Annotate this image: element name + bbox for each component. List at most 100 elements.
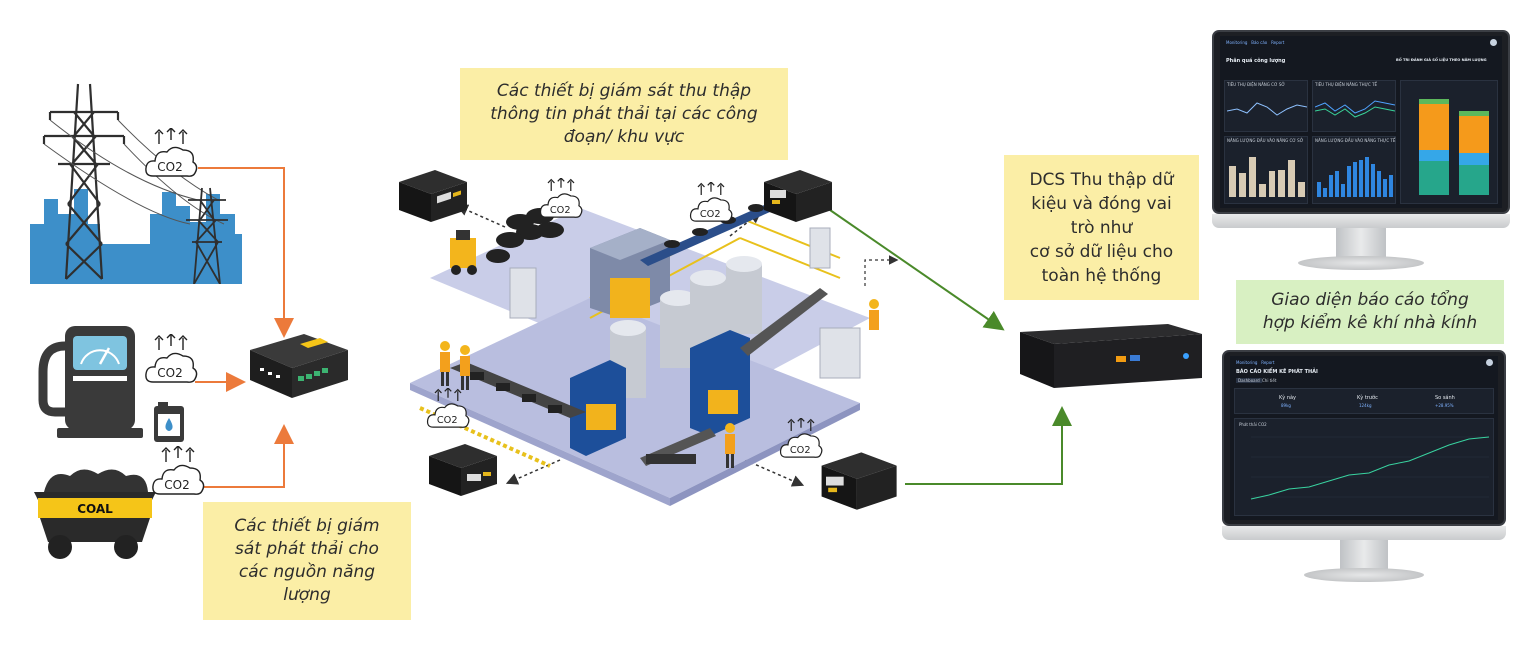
note-report-interface: Giao diện báo cáo tổng hợp kiểm kê khí n… (1236, 280, 1504, 344)
summary-panel: Kỳ này 89kg Kỳ trước 124kg So sánh +28.9… (1234, 388, 1494, 414)
mini-bar (1341, 183, 1345, 197)
co2-cloud-fuel: CO2 (143, 333, 199, 392)
report-title: BÁO CÁO KIỂM KÊ PHÁT THẢI (1236, 369, 1318, 375)
energy-monitoring-device (250, 334, 348, 398)
co2-cloud-factory-1: CO2 (538, 177, 584, 226)
mini-bar (1238, 172, 1246, 197)
mini-bar (1323, 188, 1327, 197)
note-line: lượng (283, 585, 331, 605)
fuel-pump-icon (38, 326, 143, 438)
note-line: sát phát thải cho (235, 539, 379, 559)
co2-cloud-factory-3: CO2 (425, 387, 471, 436)
dashboard-nav: Monitoring Báo cáo Report (1226, 40, 1284, 45)
nav-item: Monitoring (1226, 40, 1248, 45)
monitor-report-bottom: Monitoring Report BÁO CÁO KIỂM KÊ PHÁT T… (1222, 350, 1506, 586)
panel-baseline-power: TIÊU THỤ ĐIỆN NĂNG CƠ SỞ (1224, 80, 1308, 132)
nav-item: Báo cáo (1251, 40, 1268, 45)
sensor-device-top-right (764, 170, 832, 222)
nav-item: Monitoring (1236, 360, 1258, 365)
mini-bar (1359, 159, 1363, 197)
mini-bar (1365, 157, 1369, 197)
note-line: DCS Thu thập dữ (1029, 169, 1174, 190)
summary-label: Kỳ trước (1357, 395, 1378, 401)
tab-detail[interactable]: Chi tiết (1262, 378, 1277, 383)
mini-bar (1347, 166, 1351, 197)
note-line: Các thiết bị giám sát thu thập (496, 80, 752, 101)
arrow-coal-to-device (202, 424, 294, 488)
nav-item: Report (1261, 360, 1275, 365)
note-line: thông tin phát thải tại các công (490, 103, 758, 124)
summary-value: 124kg (1359, 403, 1372, 408)
summary-label: So sánh (1435, 395, 1455, 401)
section-title-left: Phân quá công lượng (1226, 58, 1286, 64)
co2-cloud-coal: CO2 (150, 445, 206, 504)
nav-item: Report (1271, 40, 1285, 45)
svg-text:CO2: CO2 (164, 478, 189, 492)
note-line: cơ sở dữ liệu cho (1029, 241, 1174, 262)
svg-text:CO2: CO2 (437, 415, 458, 426)
tab-dashboard[interactable]: Dashboard (1236, 378, 1262, 383)
dashboard-screen: Monitoring Báo cáo Report Phân quá công … (1220, 36, 1502, 208)
note-line: Các thiết bị giám (234, 516, 380, 536)
factory-illustration (410, 198, 879, 506)
avatar (1486, 359, 1493, 366)
mini-bar (1288, 159, 1296, 197)
dcs-mini-pc (1018, 322, 1204, 392)
svg-text:CO2: CO2 (157, 160, 182, 174)
svg-text:CO2: CO2 (157, 366, 182, 380)
stacked-bar-1 (1419, 99, 1449, 195)
note-energy-source-devices: Các thiết bị giám sát phát thải cho các … (203, 502, 411, 620)
co2-cloud-factory-4: CO2 (778, 417, 824, 466)
sensor-device-bottom-right (821, 452, 897, 510)
note-dcs: DCS Thu thập dữ kiệu và đóng vai trò như… (1004, 155, 1199, 300)
note-line: đoạn/ khu vực (563, 126, 685, 147)
coal-cart-icon: COAL (34, 469, 156, 559)
mini-bar (1329, 175, 1333, 197)
panel-title: TIÊU THỤ ĐIỆN NĂNG THỰC TẾ (1315, 82, 1378, 87)
stacked-bar-2 (1459, 111, 1489, 195)
note-line: toàn hệ thống (1041, 265, 1162, 286)
mini-bar (1229, 166, 1236, 197)
mini-bar (1335, 170, 1339, 197)
mini-bar (1353, 161, 1357, 197)
note-stage-monitoring-devices: Các thiết bị giám sát thu thập thông tin… (460, 68, 788, 160)
report-screen: Monitoring Report BÁO CÁO KIỂM KÊ PHÁT T… (1230, 356, 1498, 520)
mini-bar (1389, 175, 1393, 197)
sensor-device-bottom-left (429, 444, 497, 496)
panel-title: NĂNG LƯỢNG ĐẦU VÀO NĂNG CƠ SỞ (1227, 138, 1304, 143)
note-line: hợp kiểm kê khí nhà kính (1262, 313, 1478, 333)
mini-bar (1317, 181, 1321, 197)
mini-bar (1248, 157, 1256, 197)
panel-title: NĂNG LƯỢNG ĐẦU VÀO NĂNG THỰC TẾ (1315, 138, 1396, 143)
sensor-device-top-left (399, 170, 467, 222)
svg-text:CO2: CO2 (700, 209, 721, 220)
mini-bar (1298, 181, 1305, 197)
power-grid-illustration (30, 83, 242, 284)
note-line: Giao diện báo cáo tổng (1271, 290, 1469, 310)
summary-value: +28.95% (1435, 403, 1454, 408)
panel-stacked-comparison (1400, 80, 1498, 204)
chart-caption: Phát thải CO2 (1239, 422, 1267, 427)
panel-actual-energy: NĂNG LƯỢNG ĐẦU VÀO NĂNG THỰC TẾ (1312, 136, 1396, 204)
co2-cloud-power: CO2 (143, 127, 199, 186)
co2-cloud-factory-2: CO2 (688, 181, 734, 230)
mini-bar (1371, 164, 1375, 197)
fuel-canister-icon (154, 402, 184, 442)
summary-value: 89kg (1281, 403, 1291, 408)
monitor-dashboard-top: Monitoring Báo cáo Report Phân quá công … (1212, 30, 1510, 272)
mini-bar (1377, 170, 1381, 197)
svg-text:COAL: COAL (77, 502, 113, 516)
svg-text:CO2: CO2 (790, 445, 811, 456)
panel-title: TIÊU THỤ ĐIỆN NĂNG CƠ SỞ (1227, 82, 1286, 87)
mini-bar (1258, 183, 1266, 197)
mini-bar (1278, 169, 1286, 197)
summary-label: Kỳ này (1279, 395, 1297, 401)
arrow-sensor-to-dcs-bottom (905, 406, 1072, 485)
note-line: kiệu và đóng vai (1031, 193, 1172, 214)
panel-actual-power: TIÊU THỤ ĐIỆN NĂNG THỰC TẾ (1312, 80, 1396, 132)
report-nav: Monitoring Report (1236, 360, 1274, 365)
avatar (1490, 39, 1497, 46)
mini-bar (1383, 179, 1387, 197)
section-title-right: BỐ TRI ĐÁNH GIÁ SỐ LIỆU THEO NĂM LƯỢNG (1396, 58, 1487, 62)
emission-trend-line (1250, 436, 1490, 500)
